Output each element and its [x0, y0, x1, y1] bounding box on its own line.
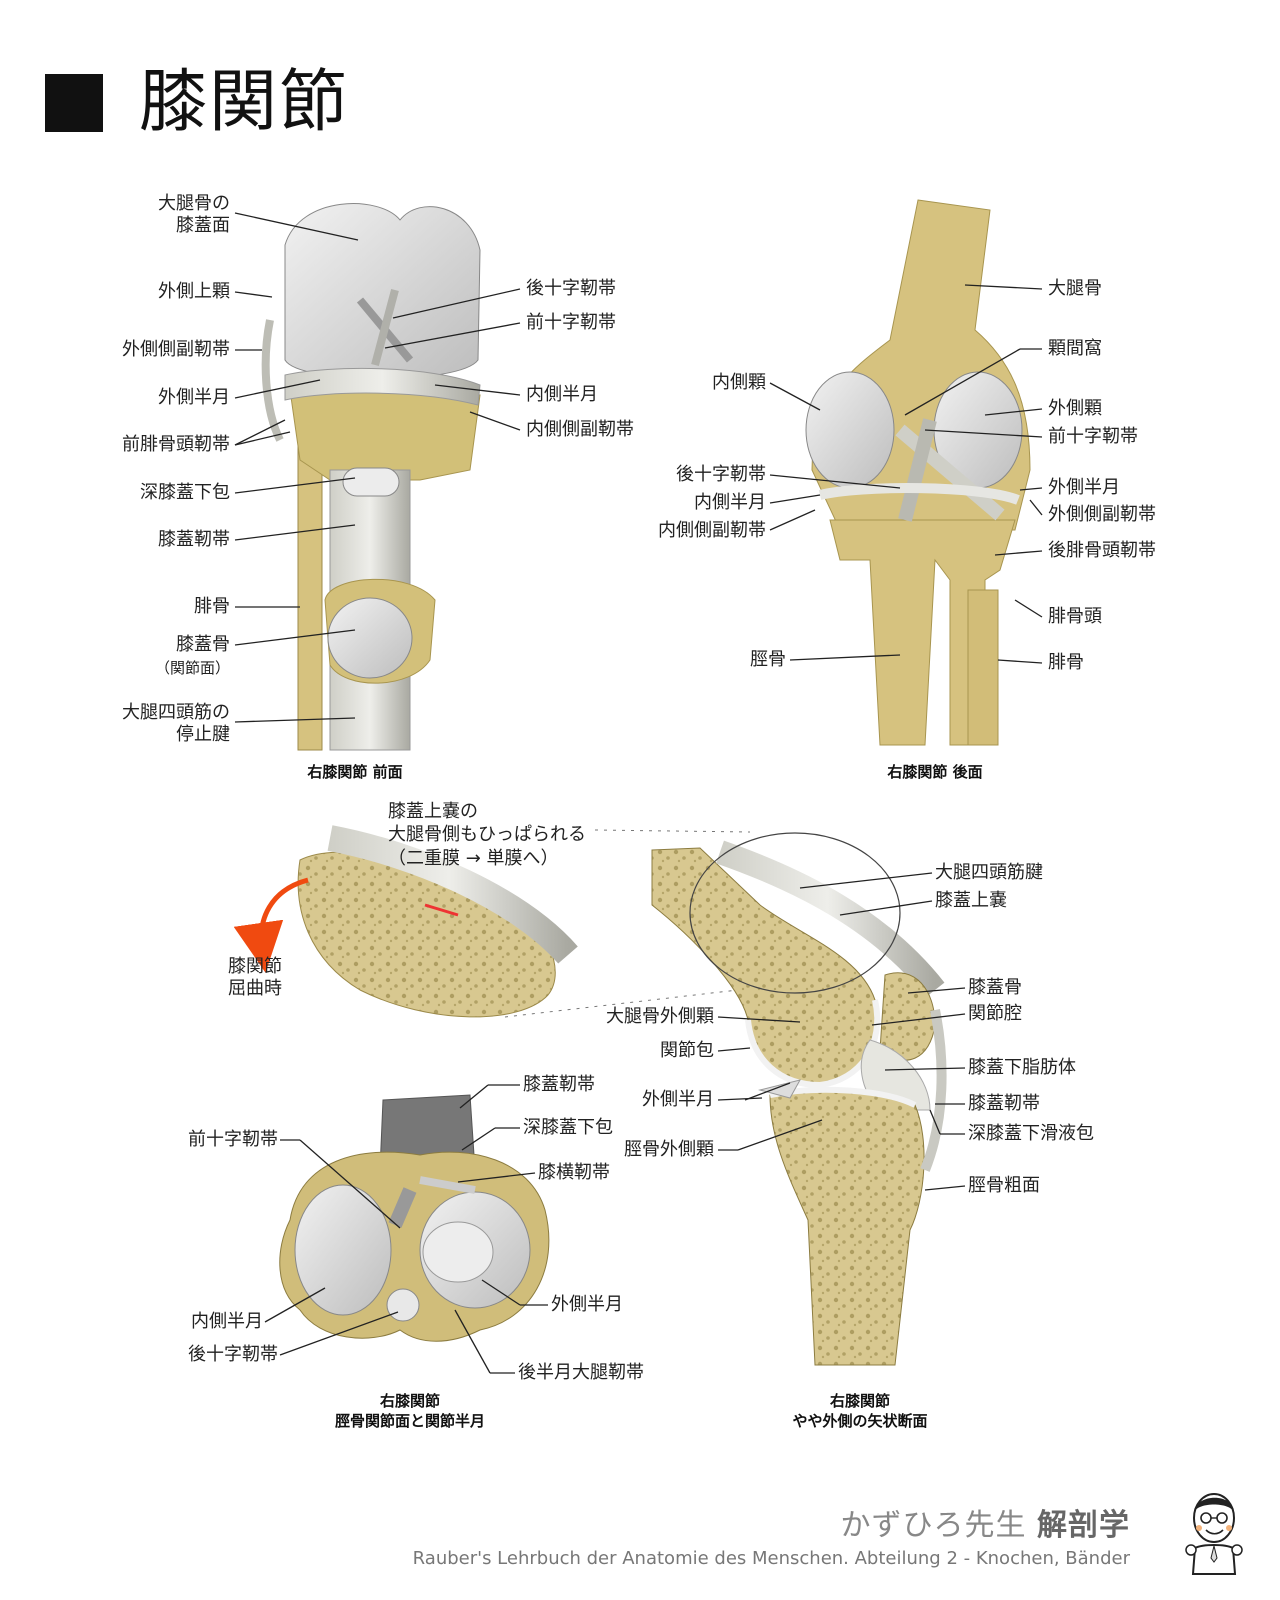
label-posterior-view-lateral-meniscus: 外側半月	[1048, 477, 1120, 498]
caption-tibial-plateau: 右膝関節 脛骨関節面と関節半月	[334, 1392, 485, 1431]
label-femur-lateral-condyle: 大腿骨外側顆	[606, 1006, 714, 1027]
label-posterior-meniscofemoral-ligament: 後半月大腿靭帯	[518, 1362, 644, 1383]
brand-subject: 解剖学	[1037, 1508, 1130, 1543]
brand-name: かずひろ先生	[840, 1508, 1027, 1543]
label-patellar-ligament: 膝蓋靭帯	[158, 529, 230, 550]
label-posterior-view-fibula: 腓骨	[1048, 652, 1084, 673]
label-tibial-medial-meniscus: 内側半月	[191, 1311, 263, 1332]
label-fibula: 腓骨	[194, 596, 230, 617]
label-suprapatellar-bursa: 膝蓋上嚢	[935, 890, 1007, 911]
label-sagittal-patella: 膝蓋骨	[968, 977, 1022, 998]
label-anterior-fibular-head-ligament: 前腓骨頭靭帯	[122, 434, 230, 455]
label-posterior-fibular-head-ligament: 後腓骨頭靭帯	[1048, 540, 1156, 561]
label-articular-surface: （関節面）	[154, 659, 230, 677]
label-posterior-view-medial-meniscus: 内側半月	[694, 492, 766, 513]
label-anterior-cruciate-ligament: 前十字靭帯	[526, 312, 616, 333]
label-posterior-cruciate-ligament: 後十字靭帯	[526, 278, 616, 299]
label-quadriceps-tendon-insertion: 大腿四頭筋の 停止腱	[122, 702, 230, 745]
posterior-knee-figure	[805, 199, 1031, 746]
flexion-detail-figure	[233, 825, 756, 1018]
label-posterior-view-pcl: 後十字靭帯	[676, 464, 766, 485]
label-deep-infrapatellar-bursa: 深膝蓋下包	[140, 482, 230, 503]
label-medial-meniscus: 内側半月	[526, 384, 598, 405]
label-patella: 膝蓋骨	[176, 634, 230, 655]
label-tibia: 脛骨	[750, 649, 786, 670]
label-lateral-condyle: 外側顆	[1048, 398, 1102, 419]
label-tibia-lateral-condyle: 脛骨外側顆	[624, 1139, 714, 1160]
label-tibial-acl: 前十字靭帯	[188, 1129, 278, 1150]
label-sagittal-patellar-ligament: 膝蓋靭帯	[968, 1093, 1040, 1114]
avatar-icon	[1185, 1493, 1243, 1575]
label-knee-flexion: 膝関節 屈曲時	[228, 956, 282, 999]
brand: かずひろ先生 解剖学	[840, 1500, 1130, 1544]
label-tibial-tuberosity: 脛骨粗面	[968, 1175, 1040, 1196]
label-femur: 大腿骨	[1048, 278, 1102, 299]
page-title-wrap: 膝関節	[45, 58, 349, 148]
label-medial-collateral-ligament: 内側側副靭帯	[526, 419, 634, 440]
leader-lines	[234, 212, 1043, 1374]
label-lateral-collateral-ligament: 外側側副靭帯	[122, 339, 230, 360]
label-lateral-meniscus: 外側半月	[158, 387, 230, 408]
source-citation: Rauber's Lehrbuch der Anatomie des Mensc…	[412, 1548, 1130, 1569]
label-posterior-view-lcl: 外側側副靭帯	[1048, 504, 1156, 525]
label-lateral-epicondyle: 外側上顆	[158, 281, 230, 302]
label-joint-cavity: 関節腔	[968, 1003, 1022, 1024]
caption-anterior: 右膝関節 前面	[307, 763, 403, 781]
sagittal-section-figure	[651, 832, 947, 1366]
label-tibial-pcl: 後十字靭帯	[188, 1344, 278, 1365]
label-femur-patellar-surface: 大腿骨の 膝蓋面	[158, 193, 230, 236]
label-tibial-patellar-ligament: 膝蓋靭帯	[523, 1074, 595, 1095]
label-suprapatellar-note: 膝蓋上嚢の 大腿骨側もひっぱられる （二重膜 → 単膜へ）	[388, 801, 586, 869]
label-medial-condyle: 内側顆	[712, 372, 766, 393]
label-sagittal-lateral-meniscus: 外側半月	[642, 1089, 714, 1110]
label-tibial-deep-infrapatellar-bursa: 深膝蓋下包	[523, 1117, 613, 1138]
label-deep-infrapatellar-synovial-bursa: 深膝蓋下滑液包	[968, 1123, 1094, 1144]
label-fibular-head: 腓骨頭	[1048, 606, 1102, 627]
title-square-icon	[45, 74, 103, 132]
label-transverse-ligament: 膝横靭帯	[538, 1162, 610, 1183]
label-joint-capsule: 関節包	[660, 1040, 714, 1061]
label-posterior-view-mcl: 内側側副靭帯	[658, 520, 766, 541]
caption-sagittal: 右膝関節 やや外側の矢状断面	[792, 1392, 928, 1431]
label-infrapatellar-fat-pad: 膝蓋下脂肪体	[968, 1057, 1076, 1078]
page-title: 膝関節	[139, 63, 350, 142]
label-tibial-lateral-meniscus: 外側半月	[551, 1294, 623, 1315]
label-posterior-view-acl: 前十字靭帯	[1048, 426, 1138, 447]
label-intercondylar-fossa: 顆間窩	[1048, 338, 1102, 359]
anterior-knee-figure	[261, 203, 481, 751]
tibial-plateau-figure	[279, 1094, 550, 1342]
label-quadriceps-tendon: 大腿四頭筋腱	[935, 862, 1043, 883]
caption-posterior: 右膝関節 後面	[887, 763, 983, 781]
